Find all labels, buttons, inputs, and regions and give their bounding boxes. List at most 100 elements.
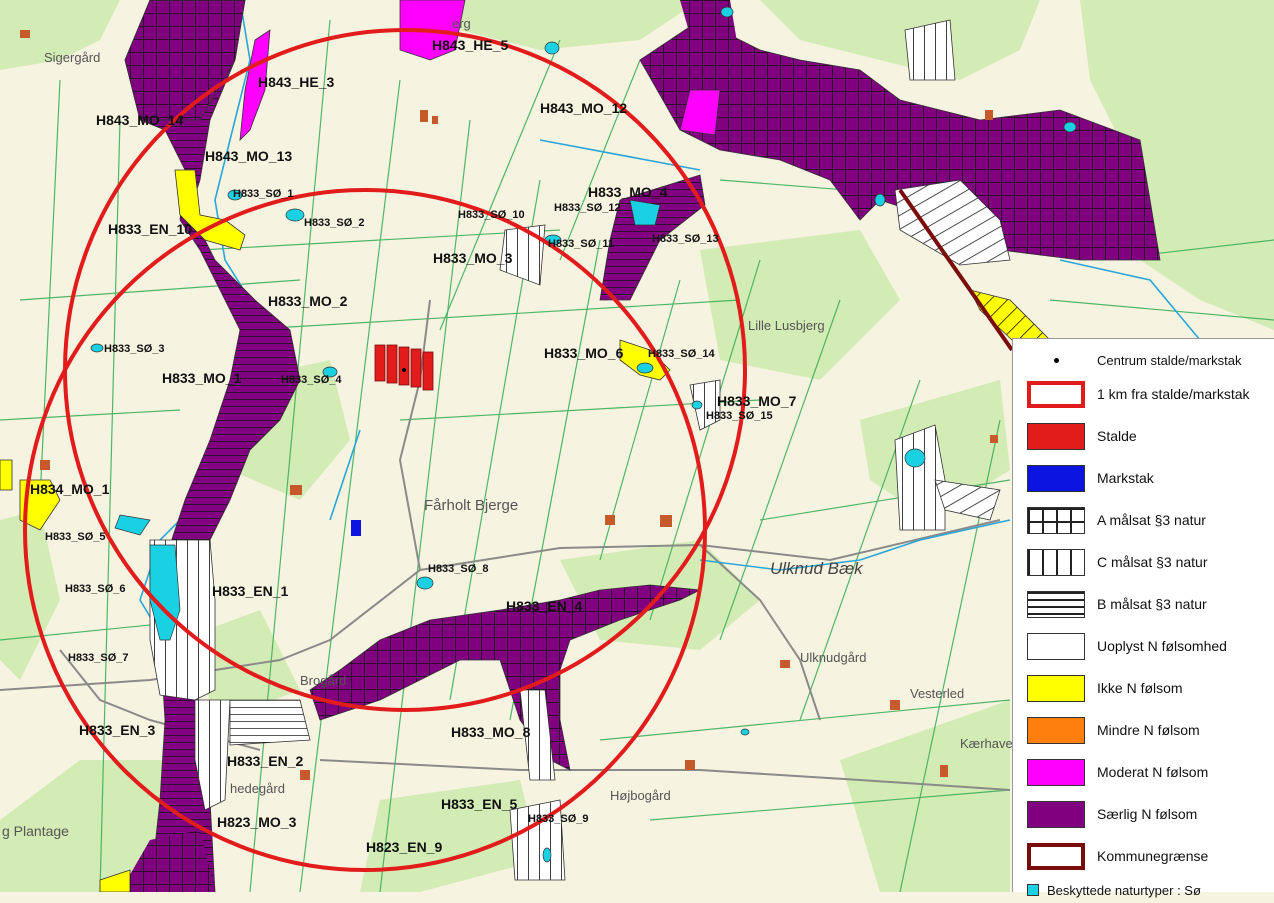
kommunegraense-line bbox=[898, 188, 1014, 352]
place-plantage: g Plantage bbox=[2, 823, 69, 839]
legend-swatch-b-malsat bbox=[1027, 590, 1085, 618]
legend-swatch-stalde bbox=[1027, 422, 1085, 450]
label-h833-so-12: H833_SØ_12 bbox=[554, 202, 621, 214]
legend-item-1km: 1 km fra stalde/markstak bbox=[1013, 373, 1274, 415]
stalde-buildings bbox=[374, 344, 434, 391]
ikke-areas bbox=[0, 169, 1051, 892]
legend-label-a-malsat: A målsat §3 natur bbox=[1097, 512, 1206, 528]
legend-swatch-beskyttede bbox=[1027, 884, 1039, 896]
legend-item-uoplyst: Uoplyst N følsomhed bbox=[1013, 625, 1274, 667]
legend-item-a-malsat: A målsat §3 natur bbox=[1013, 499, 1274, 541]
place-brogard: Brogård bbox=[300, 673, 346, 688]
legend-label-uoplyst: Uoplyst N følsomhed bbox=[1097, 638, 1227, 654]
legend-swatch-ikke bbox=[1027, 674, 1085, 702]
legend-label-1km: 1 km fra stalde/markstak bbox=[1097, 386, 1250, 402]
place-farholt-bjerge: Fårholt Bjerge bbox=[424, 497, 518, 514]
distance-circles bbox=[23, 28, 747, 872]
label-h833-mo-1: H833_MO_1 bbox=[162, 370, 242, 386]
legend-label-mindre: Mindre N følsom bbox=[1097, 722, 1200, 738]
label-h833-so-3: H833_SØ_3 bbox=[104, 343, 165, 355]
lakes bbox=[90, 6, 1077, 863]
place-hedegard: hedegård bbox=[230, 781, 285, 796]
label-h833-mo-3: H833_MO_3 bbox=[433, 250, 513, 266]
legend-swatch-saerlig bbox=[1027, 800, 1085, 828]
place-vesterled: Vesterled bbox=[910, 686, 964, 701]
legend-item-saerlig: Særlig N følsom bbox=[1013, 793, 1274, 835]
label-h833-mo-7: H833_MO_7 bbox=[717, 393, 797, 409]
label-h823-mo-3: H823_MO_3 bbox=[217, 814, 297, 830]
area-labels: H843_HE_5 H843_HE_3 H843_MO_12 H843_MO_1… bbox=[30, 37, 797, 855]
place-sigergard: Sigergård bbox=[44, 50, 100, 65]
legend-swatch-moderat bbox=[1027, 758, 1085, 786]
markstak bbox=[351, 520, 361, 536]
legend-label-moderat: Moderat N følsom bbox=[1097, 764, 1209, 780]
label-h843-mo-13: H843_MO_13 bbox=[205, 148, 292, 164]
label-h833-en-5: H833_EN_5 bbox=[441, 796, 517, 812]
legend-label-kommune: Kommunegrænse bbox=[1097, 848, 1209, 864]
label-h833-en-10: H833_EN_10 bbox=[108, 221, 192, 237]
label-h833-so-8: H833_SØ_8 bbox=[428, 563, 489, 575]
place-kaerhavegard: Kærhavegå bbox=[960, 736, 1028, 751]
label-h833-so-2: H833_SØ_2 bbox=[304, 217, 365, 229]
label-h833-so-6: H833_SØ_6 bbox=[65, 583, 126, 595]
label-h833-so-4: H833_SØ_4 bbox=[281, 374, 342, 386]
label-h833-so-1: H833_SØ_1 bbox=[233, 188, 294, 200]
label-h833-so-13: H833_SØ_13 bbox=[652, 233, 719, 245]
place-lille-lusbjerg: Lille Lusbjerg bbox=[748, 318, 825, 333]
legend-item-markstak: Markstak bbox=[1013, 457, 1274, 499]
label-h833-en-4: H833_EN_4 bbox=[506, 598, 582, 614]
legend-item-b-malsat: B målsat §3 natur bbox=[1013, 583, 1274, 625]
legend-item-centrum: Centrum stalde/markstak bbox=[1013, 347, 1274, 373]
place-ulknudgard: Ulknudgård bbox=[800, 650, 867, 665]
place-hojbogard: Højbogård bbox=[610, 788, 671, 803]
legend-item-c-malsat: C målsat §3 natur bbox=[1013, 541, 1274, 583]
legend-swatch-markstak bbox=[1027, 464, 1085, 492]
legend-item-kommune: Kommunegrænse bbox=[1013, 835, 1274, 877]
legend-label-centrum: Centrum stalde/markstak bbox=[1097, 352, 1242, 368]
legend-swatch-1km bbox=[1027, 380, 1085, 408]
legend-label-ikke: Ikke N følsom bbox=[1097, 680, 1183, 696]
legend-swatch-centrum bbox=[1027, 347, 1085, 374]
label-h843-mo-12: H843_MO_12 bbox=[540, 100, 627, 116]
label-h843-he-3: H843_HE_3 bbox=[258, 74, 334, 90]
legend-label-b-malsat: B målsat §3 natur bbox=[1097, 596, 1207, 612]
legend-swatch-uoplyst bbox=[1027, 632, 1085, 660]
legend-swatch-a-malsat bbox=[1027, 506, 1085, 534]
b-malsat-areas bbox=[229, 699, 311, 746]
label-h833-so-9: H833_SØ_9 bbox=[528, 813, 589, 825]
label-h833-mo-4: H833_MO_4 bbox=[588, 184, 668, 200]
legend-item-ikke: Ikke N følsom bbox=[1013, 667, 1274, 709]
legend-swatch-kommune bbox=[1027, 842, 1085, 870]
legend-label-saerlig: Særlig N følsom bbox=[1097, 806, 1198, 822]
place-ulknud-baek: Ulknud Bæk bbox=[770, 559, 864, 578]
label-h833-mo-2: H833_MO_2 bbox=[268, 293, 348, 309]
label-h833-so-10: H833_SØ_10 bbox=[458, 209, 525, 221]
place-names: Sigergård Lille Lusbjerg Fårholt Bjerge … bbox=[2, 16, 1028, 839]
label-h833-so-5: H833_SØ_5 bbox=[45, 531, 106, 543]
label-h833-mo-6: H833_MO_6 bbox=[544, 345, 624, 361]
label-h823-en-9: H823_EN_9 bbox=[366, 839, 442, 855]
label-h833-en-1: H833_EN_1 bbox=[212, 583, 288, 599]
legend-label-c-malsat: C målsat §3 natur bbox=[1097, 554, 1208, 570]
map-legend: Centrum stalde/markstak 1 km fra stalde/… bbox=[1012, 338, 1274, 898]
legend-item-moderat: Moderat N følsom bbox=[1013, 751, 1274, 793]
label-h833-so-11: H833_SØ_11 bbox=[548, 238, 614, 250]
label-h833-en-3: H833_EN_3 bbox=[79, 722, 155, 738]
legend-swatch-mindre bbox=[1027, 716, 1085, 744]
label-h843-mo-14: H843_MO_14 bbox=[96, 112, 183, 128]
buildings bbox=[20, 30, 998, 780]
legend-label-markstak: Markstak bbox=[1097, 470, 1154, 486]
legend-item-mindre: Mindre N følsom bbox=[1013, 709, 1274, 751]
legend-swatch-c-malsat bbox=[1027, 548, 1085, 576]
legend-label-stalde: Stalde bbox=[1097, 428, 1137, 444]
legend-item-stalde: Stalde bbox=[1013, 415, 1274, 457]
label-h833-so-14: H833_SØ_14 bbox=[648, 348, 716, 360]
label-h833-so-7: H833_SØ_7 bbox=[68, 652, 129, 664]
label-h843-he-5: H843_HE_5 bbox=[432, 37, 508, 53]
legend-label-beskyttede: Beskyttede naturtyper : Sø bbox=[1047, 882, 1201, 898]
label-h834-mo-1: H834_MO_1 bbox=[30, 481, 110, 497]
label-h833-so-15: H833_SØ_15 bbox=[706, 410, 773, 422]
label-h833-mo-8: H833_MO_8 bbox=[451, 724, 531, 740]
legend-item-beskyttede: Beskyttede naturtyper : Sø bbox=[1013, 877, 1274, 903]
place-erg: erg bbox=[452, 16, 471, 31]
